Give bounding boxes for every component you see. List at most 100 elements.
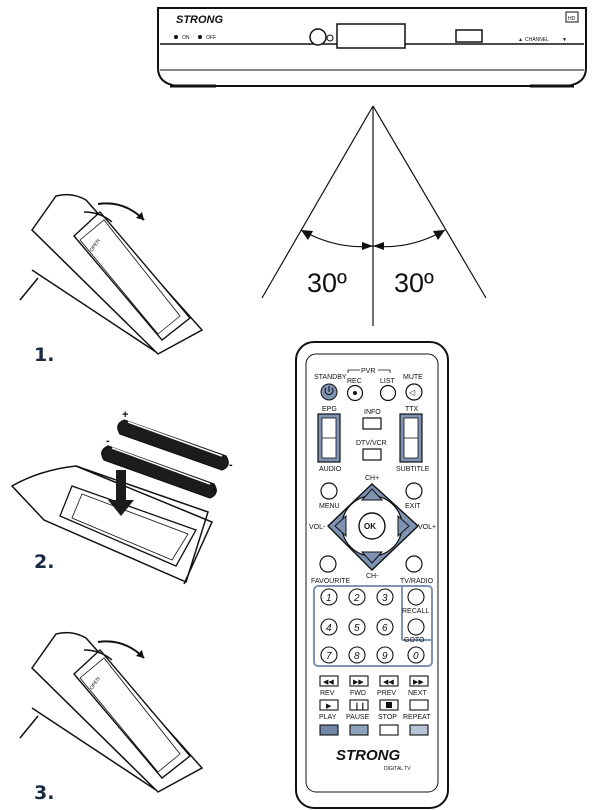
- goto-button[interactable]: [407, 618, 425, 636]
- subtitle-label: SUBTITLE: [396, 466, 430, 473]
- digit-7-label: 7: [326, 651, 332, 662]
- digit-8-button[interactable]: [348, 646, 366, 664]
- digit-2-label: 2: [353, 593, 360, 604]
- digit-3-button[interactable]: [376, 588, 394, 606]
- receiver-channel-down-icon[interactable]: ▼: [562, 37, 567, 43]
- color-key-3-button[interactable]: [379, 724, 399, 736]
- color-key-1-button[interactable]: [319, 724, 339, 736]
- power-led-icon: [174, 35, 178, 39]
- next-button[interactable]: [409, 675, 429, 687]
- fwd-button[interactable]: [349, 675, 369, 687]
- fwd-label: FWD: [350, 690, 366, 697]
- hd-badge: HD: [568, 16, 576, 22]
- battery-bottom: [101, 445, 217, 499]
- rev-button[interactable]: [319, 675, 339, 687]
- play-button[interactable]: [319, 699, 339, 711]
- stop-label: STOP: [378, 714, 397, 721]
- battery-plus-top: +: [122, 409, 128, 421]
- card-slot: [455, 29, 483, 43]
- battery-plus-bottom: +: [211, 485, 217, 497]
- receiver-channel-up-icon[interactable]: ▲: [518, 37, 523, 43]
- rev-label: REV: [320, 690, 335, 697]
- standby-label: STANDBY: [314, 374, 347, 381]
- digit-6-button[interactable]: [376, 618, 394, 636]
- list-label: LIST: [380, 378, 396, 385]
- next-icon: ▶▶: [413, 679, 424, 686]
- close-arrow-icon: [136, 650, 144, 658]
- receiver-power-button[interactable]: [326, 34, 334, 42]
- number-pad-frame: [313, 585, 433, 667]
- play-icon: ▶: [326, 703, 332, 710]
- epg-label: EPG: [322, 406, 337, 413]
- ch-minus-label: CH-: [366, 573, 379, 580]
- digit-3-label: 3: [382, 593, 388, 604]
- record-dot-icon: [353, 391, 357, 395]
- tv-radio-button[interactable]: [405, 555, 423, 573]
- repeat-button[interactable]: [409, 699, 429, 711]
- digit-6-label: 6: [382, 623, 388, 634]
- ch-plus-label: CH+: [365, 475, 379, 482]
- digit-7-button[interactable]: [320, 646, 338, 664]
- stop-icon: [386, 702, 392, 708]
- digit-2-button[interactable]: [348, 588, 366, 606]
- left-angle-label: 30º: [307, 268, 347, 298]
- receiver-brand-logo: STRONG: [176, 14, 224, 26]
- mute-speaker-icon: ◁: [409, 388, 416, 397]
- digit-0-label: 0: [413, 651, 419, 662]
- exit-button[interactable]: [405, 482, 423, 500]
- fast-forward-icon: ▶▶: [353, 679, 364, 686]
- digit-1-label: 1: [326, 593, 332, 604]
- battery-minus-top: -: [106, 435, 110, 447]
- step-2-number: 2.: [34, 551, 55, 573]
- prev-button[interactable]: [379, 675, 399, 687]
- left-arrow-button[interactable]: [334, 514, 347, 538]
- digit-5-label: 5: [354, 623, 360, 634]
- step-3-illustration: OPEN: [19, 631, 204, 793]
- favourite-button[interactable]: [319, 555, 337, 573]
- transport-top-row: ◀◀ REV ▶▶ FWD ◀◀ PREV ▶▶ NEXT: [319, 675, 429, 697]
- receiver-off-label: OFF: [206, 35, 216, 41]
- ok-button[interactable]: [358, 512, 386, 540]
- digit-9-button[interactable]: [376, 646, 394, 664]
- remote-brand-logo: STRONG: [336, 747, 401, 764]
- digit-9-label: 9: [382, 651, 388, 662]
- digit-1-button[interactable]: [320, 588, 338, 606]
- right-arrow-button[interactable]: [397, 514, 410, 538]
- digit-0-button[interactable]: [407, 646, 425, 664]
- dtv-vcr-button[interactable]: [362, 448, 382, 461]
- step-1-number: 1.: [34, 344, 55, 366]
- step-3-number: 3.: [34, 782, 55, 804]
- ir-sensor-icon: [309, 28, 327, 46]
- vol-minus-label: VOL-: [309, 524, 326, 531]
- info-button[interactable]: [362, 417, 382, 430]
- receiver-display: [336, 23, 406, 49]
- pause-label: PAUSE: [346, 714, 370, 721]
- up-arrow-button[interactable]: [360, 488, 384, 501]
- menu-button[interactable]: [320, 482, 338, 500]
- ttx-label: TTX: [405, 406, 419, 413]
- color-key-2-button[interactable]: [349, 724, 369, 736]
- digit-4-label: 4: [326, 623, 332, 634]
- battery-top: [117, 419, 229, 471]
- receiver-on-label: ON: [182, 35, 190, 41]
- pause-button[interactable]: [349, 699, 369, 711]
- number-pad: 1 2 3 4 5 6 7 8 9 0: [320, 588, 425, 664]
- mute-button[interactable]: [405, 383, 423, 401]
- insert-arrow-icon: [108, 470, 134, 516]
- down-arrow-button[interactable]: [360, 551, 384, 564]
- repeat-label: REPEAT: [403, 714, 431, 721]
- play-label: PLAY: [319, 714, 337, 721]
- recall-button[interactable]: [407, 588, 425, 606]
- digit-5-button[interactable]: [348, 618, 366, 636]
- power-icon: [324, 386, 334, 396]
- dtv-vcr-label: DTV/VCR: [356, 440, 387, 447]
- step-2-illustration: + - - +: [10, 409, 233, 585]
- rec-label: REC: [347, 378, 362, 385]
- pvr-label: PVR: [361, 368, 375, 375]
- battery-minus-bottom: -: [229, 459, 233, 471]
- digit-8-label: 8: [354, 651, 360, 662]
- color-key-4-button[interactable]: [409, 724, 429, 736]
- list-button[interactable]: [379, 384, 397, 402]
- rewind-icon: ◀◀: [323, 679, 334, 686]
- digit-4-button[interactable]: [320, 618, 338, 636]
